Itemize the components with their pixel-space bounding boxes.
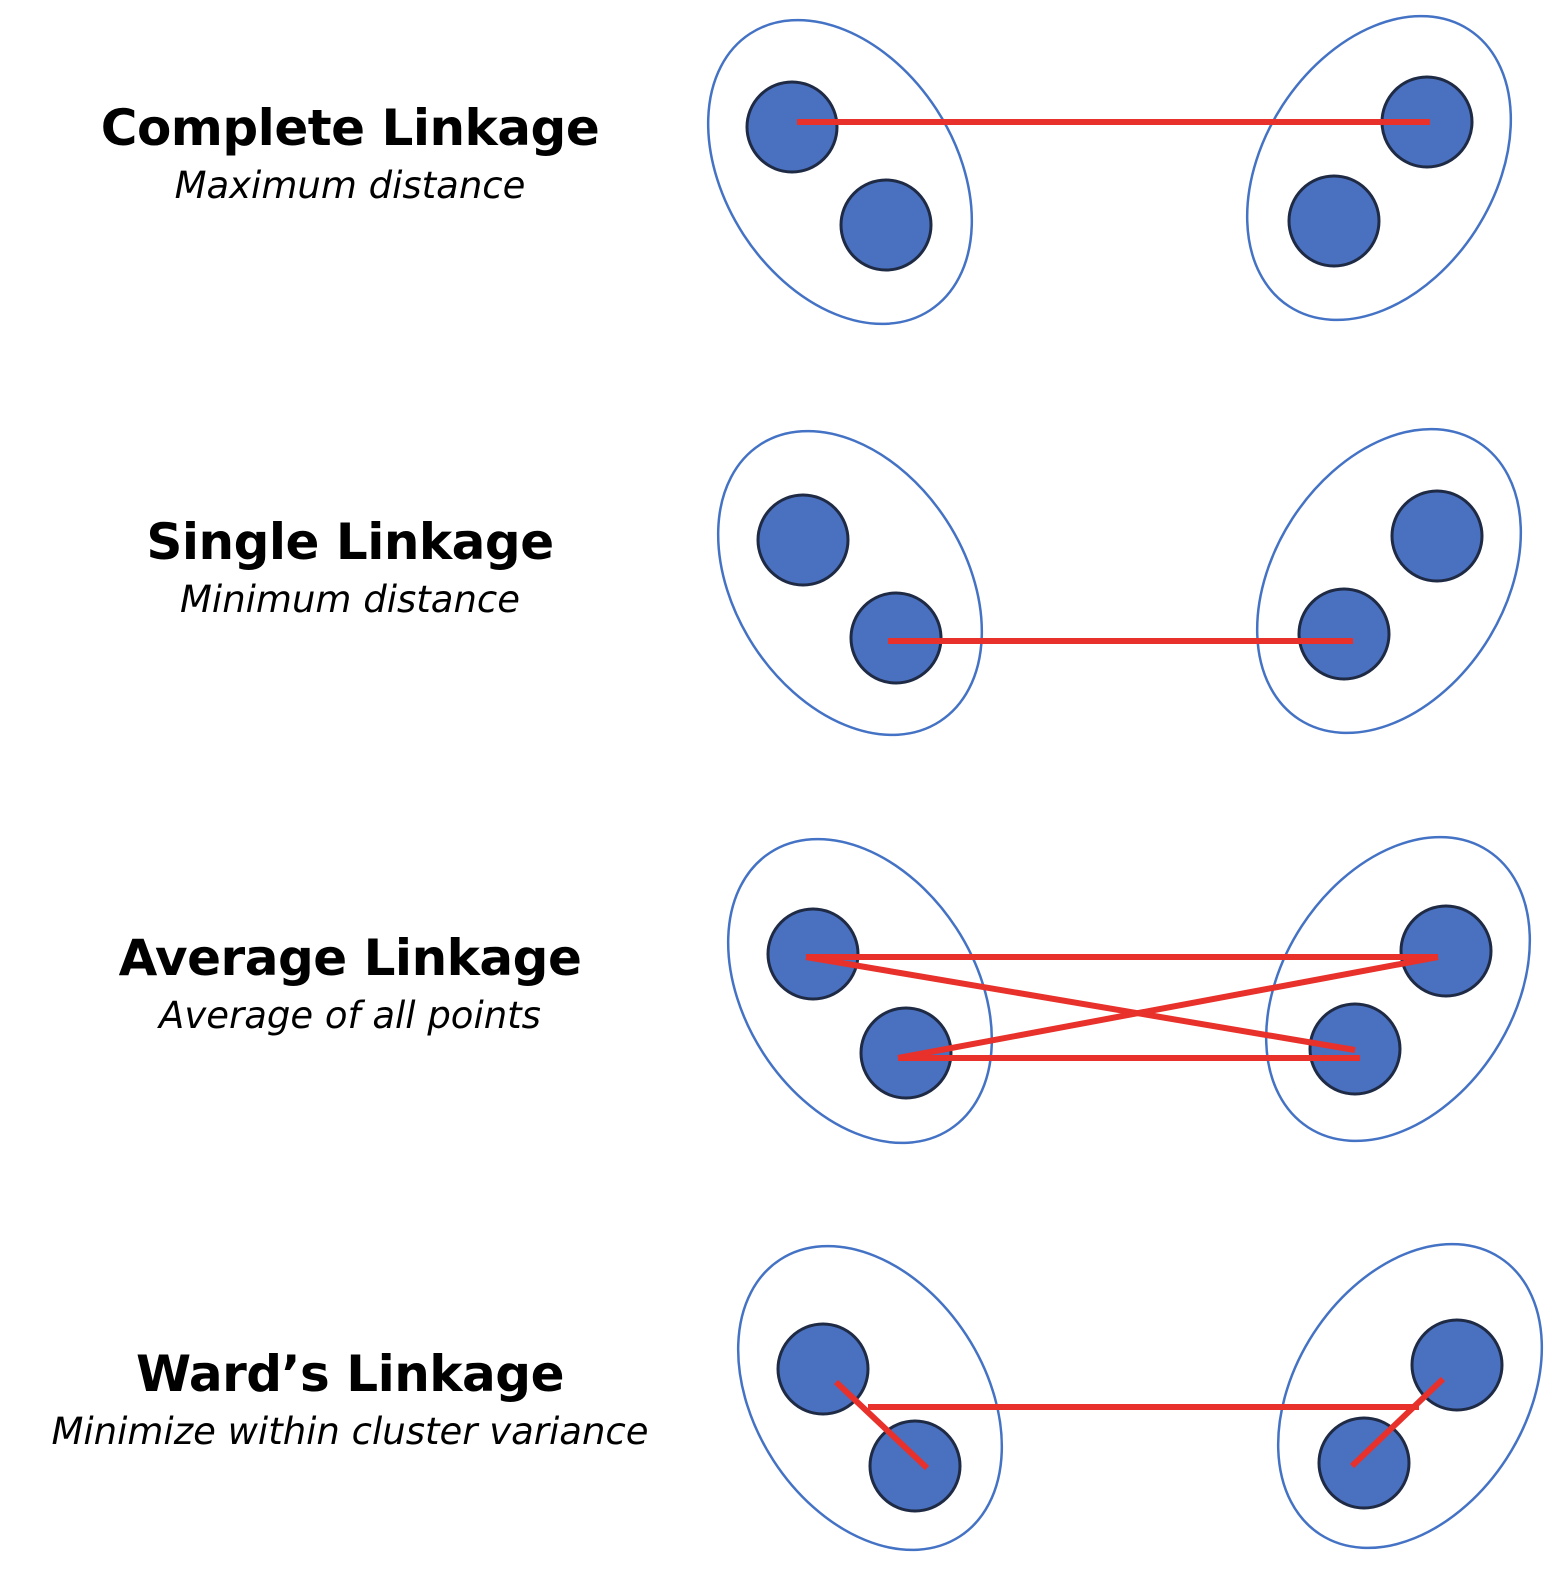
linkage-line — [833, 1379, 930, 1471]
panel-text-complete: Complete Linkage Maximum distance — [0, 98, 700, 210]
data-point — [1390, 489, 1484, 583]
linkage-diagram-complete — [706, 14, 1513, 326]
panel-text-average: Average Linkage Average of all points — [0, 928, 700, 1040]
data-point — [1297, 587, 1391, 681]
panel-average-linkage: Average Linkage Average of all points — [0, 784, 1548, 1176]
panel-text-ward: Ward’s Linkage Minimize within cluster v… — [0, 1344, 700, 1456]
cluster-ellipse-right — [1255, 427, 1523, 735]
linkage-diagram-single — [716, 427, 1523, 737]
panel-complete-linkage: Complete Linkage Maximum distance — [0, 0, 1548, 392]
data-point — [1287, 174, 1381, 268]
panel-title: Complete Linkage — [100, 99, 600, 157]
panel-subtitle: Minimize within cluster variance — [51, 1410, 649, 1453]
data-point — [1399, 904, 1493, 998]
data-point — [745, 80, 839, 174]
cluster-ellipse-left — [706, 18, 974, 326]
panel-title: Average Linkage — [118, 929, 582, 987]
panel-subtitle: Maximum distance — [174, 164, 526, 207]
panel-title: Ward’s Linkage — [135, 1345, 565, 1403]
cluster-ellipse-left — [726, 837, 994, 1145]
panel-subtitle: Minimum distance — [179, 578, 520, 621]
panel-text-single: Single Linkage Minimum distance — [0, 512, 700, 624]
data-point — [1317, 1416, 1411, 1510]
linkage-diagram-average — [726, 835, 1532, 1145]
linkage-diagram-ward — [736, 1242, 1544, 1552]
cluster-ellipse-left — [736, 1244, 1004, 1552]
linkage-line — [897, 954, 1439, 1061]
panel-title: Single Linkage — [146, 513, 554, 571]
cluster-ellipse-right — [1276, 1242, 1544, 1550]
cluster-ellipse-left — [716, 429, 984, 737]
panel-single-linkage: Single Linkage Minimum distance — [0, 392, 1548, 784]
data-point — [839, 178, 933, 272]
linkage-line — [805, 954, 1356, 1053]
cluster-ellipse-right — [1264, 835, 1532, 1143]
data-point — [868, 1419, 962, 1513]
panel-subtitle: Average of all points — [159, 994, 541, 1037]
cluster-ellipse-right — [1245, 14, 1513, 322]
data-point — [756, 493, 850, 587]
data-point — [859, 1006, 953, 1100]
panel-wards-linkage: Ward’s Linkage Minimize within cluster v… — [0, 1176, 1548, 1568]
linkage-line — [1349, 1376, 1446, 1469]
